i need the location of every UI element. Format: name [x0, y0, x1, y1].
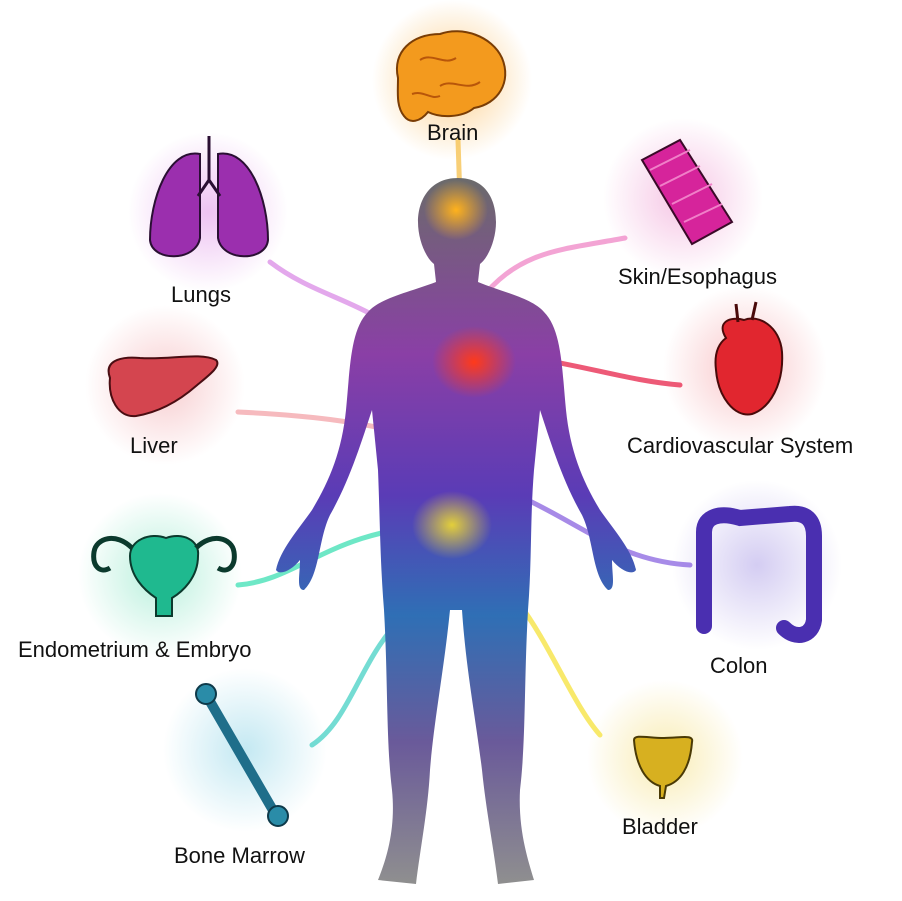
- label-endometrium-embryo: Endometrium & Embryo: [18, 639, 252, 661]
- label-liver: Liver: [130, 435, 178, 457]
- bone-glow: [163, 668, 327, 832]
- label-brain: Brain: [427, 122, 478, 144]
- label-bone-marrow: Bone Marrow: [174, 845, 305, 867]
- label-bladder: Bladder: [622, 816, 698, 838]
- label-colon: Colon: [710, 655, 767, 677]
- label-lungs: Lungs: [171, 284, 231, 306]
- label-skin-esophagus: Skin/Esophagus: [618, 266, 777, 288]
- label-cardiovascular-system: Cardiovascular System: [627, 435, 853, 457]
